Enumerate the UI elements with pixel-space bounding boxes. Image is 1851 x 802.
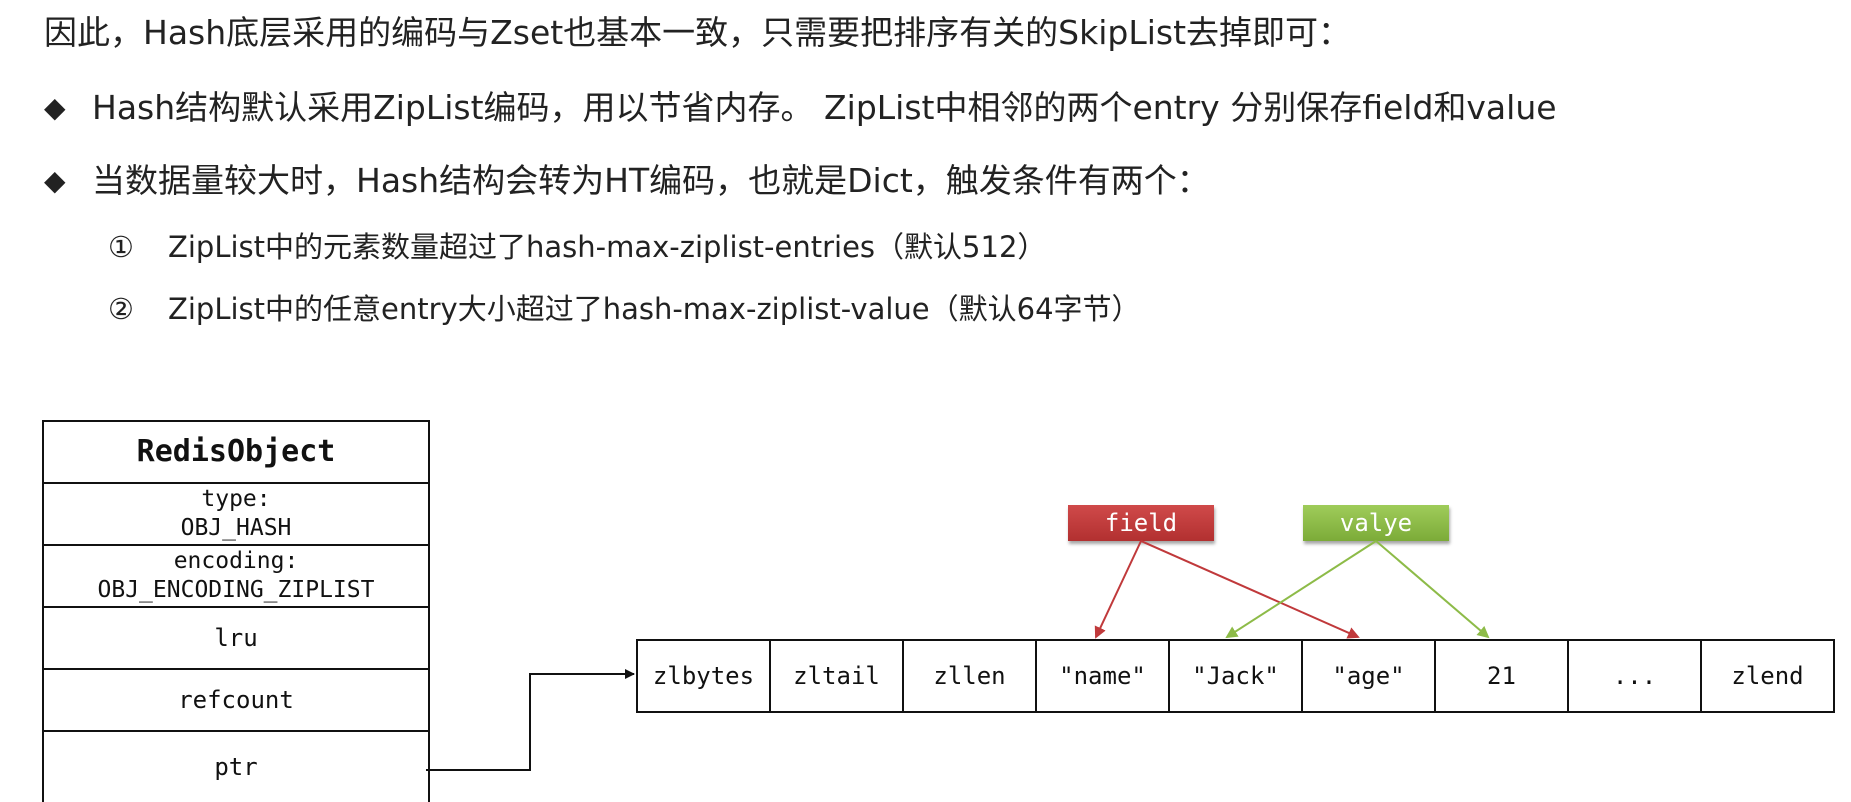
redis-object-encoding: encoding: OBJ_ENCODING_ZIPLIST — [44, 546, 428, 608]
value-label: valye — [1303, 505, 1449, 541]
field-label: field — [1068, 505, 1214, 541]
field-arrow-age — [1140, 540, 1360, 639]
bullet-ht-encoding: ◆ 当数据量较大时，Hash结构会转为HT编码，也就是Dict，触发条件有两个： — [44, 156, 1210, 206]
condition-value-size: ② ZipList中的任意entry大小超过了hash-max-ziplist-v… — [108, 287, 1141, 331]
condition-text: ZipList中的元素数量超过了hash-max-ziplist-entries… — [168, 230, 1047, 264]
bullet-ziplist-encoding: ◆ Hash结构默认采用ZipList编码，用以节省内存。 ZipList中相邻的… — [44, 83, 1557, 133]
ziplist-zllen: zllen — [904, 641, 1037, 711]
ziplist-entry-age: "age" — [1303, 641, 1436, 711]
redis-object-title: RedisObject — [44, 422, 428, 484]
condition-text: ZipList中的任意entry大小超过了hash-max-ziplist-va… — [168, 292, 1141, 326]
diamond-bullet-icon: ◆ — [44, 91, 66, 124]
encoding-label: encoding: — [173, 548, 299, 574]
redis-object-lru: lru — [44, 608, 428, 670]
bullet-text: 当数据量较大时，Hash结构会转为HT编码，也就是Dict，触发条件有两个： — [92, 161, 1210, 200]
field-arrow-name — [1094, 540, 1142, 639]
condition-number: ② — [108, 292, 134, 326]
ziplist-zlend: zlend — [1731, 662, 1804, 690]
type-value: OBJ_HASH — [180, 515, 292, 541]
redis-object-refcount: refcount — [44, 670, 428, 732]
condition-entries: ① ZipList中的元素数量超过了hash-max-ziplist-entrie… — [108, 225, 1046, 269]
ziplist-entry-jack: "Jack" — [1170, 641, 1303, 711]
ziplist-entry-name: "name" — [1037, 641, 1170, 711]
redis-object-ptr: ptr — [214, 753, 258, 781]
ziplist-zlbytes: zlbytes — [638, 641, 771, 711]
encoding-value: OBJ_ENCODING_ZIPLIST — [97, 577, 375, 603]
ptr-arrow — [426, 669, 635, 771]
type-label: type: — [201, 486, 271, 512]
value-arrow-21 — [1375, 540, 1490, 639]
redis-object-type: type: OBJ_HASH — [44, 484, 428, 546]
diamond-bullet-icon: ◆ — [44, 164, 66, 197]
ziplist-zltail: zltail — [771, 641, 904, 711]
ziplist-structure: zlbytes zltail zllen "name" "Jack" "age"… — [636, 639, 1835, 713]
condition-number: ① — [108, 230, 134, 264]
bullet-text: Hash结构默认采用ZipList编码，用以节省内存。 ZipList中相邻的两… — [92, 88, 1557, 127]
value-arrow-jack — [1225, 540, 1377, 639]
ziplist-ellipsis: ... — [1569, 641, 1702, 711]
intro-text: 因此，Hash底层采用的编码与Zset也基本一致，只需要把排序有关的SkipLi… — [44, 13, 1352, 52]
ziplist-entry-21: 21 — [1436, 641, 1569, 711]
redis-object-table: RedisObject type: OBJ_HASH encoding: OBJ… — [42, 420, 430, 802]
